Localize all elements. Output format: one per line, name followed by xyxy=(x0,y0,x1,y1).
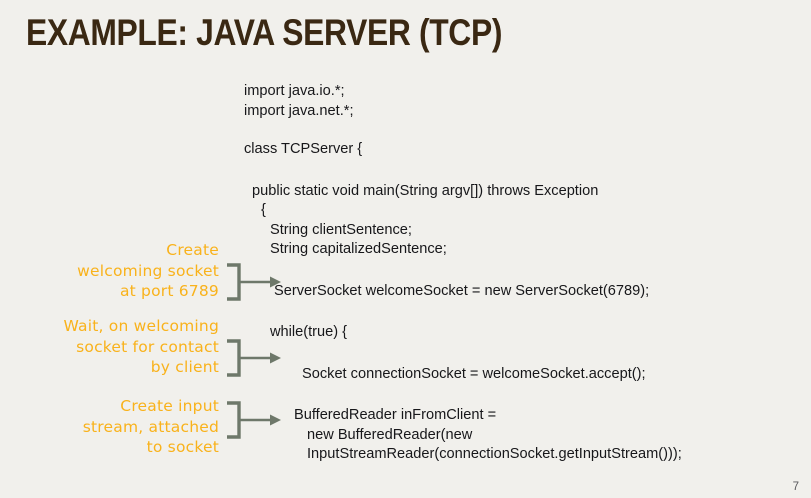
code-line: import java.net.*; xyxy=(244,102,354,119)
page-number: 7 xyxy=(792,481,799,493)
code-listing: import java.io.*; import java.net.*; class… xyxy=(244,82,784,465)
code-line: new BufferedReader(new xyxy=(307,426,473,443)
annotation-create-input-stream: Create input stream, attached to socket xyxy=(82,397,219,456)
code-line: String clientSentence; xyxy=(270,221,412,238)
code-line: BufferedReader inFromClient = xyxy=(294,407,497,423)
code-line: while(true) { xyxy=(270,324,348,340)
annotation-create-welcoming-socket: Create welcoming socket at port 6789 xyxy=(77,241,219,300)
code-line: ServerSocket welcomeSocket = new ServerS… xyxy=(274,282,650,299)
code-line: String capitalizedSentence; xyxy=(270,241,447,257)
annotation-wait-on-welcoming-socket: Wait, on welcoming socket for contact by… xyxy=(63,317,219,376)
code-line: public static void main(String argv[]) t… xyxy=(252,182,599,199)
code-line: { xyxy=(261,202,266,218)
bracket-arrow-icon xyxy=(224,262,286,302)
code-line: import java.io.*; xyxy=(244,83,345,99)
code-line: InputStreamReader(connectionSocket.getIn… xyxy=(307,446,682,462)
code-line: Socket connectionSocket = welcomeSocket.… xyxy=(302,365,646,382)
page-title: Example: Java Server (TCP) xyxy=(26,12,503,53)
bracket-arrow-icon xyxy=(224,400,286,440)
code-line: class TCPServer { xyxy=(244,141,363,157)
bracket-arrow-icon xyxy=(224,338,286,378)
